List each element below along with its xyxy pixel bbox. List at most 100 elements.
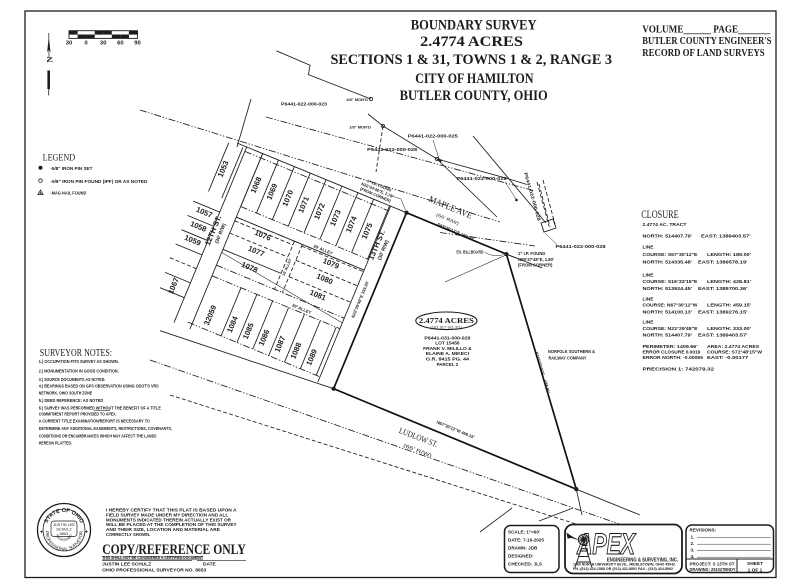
svg-text:BOUNDARY SURVEY: BOUNDARY SURVEY <box>411 17 537 33</box>
svg-text:OHIO PROFESSIONAL SURVEYOR: OHIO PROFESSIONAL SURVEYOR NO. 8653 <box>102 567 206 573</box>
svg-text:-5/8" IRON PIN FOUND (IPF) OR: -5/8" IRON PIN FOUND (IPF) OR AS NOTED <box>50 179 148 184</box>
svg-text:NORTH: 514407.79': NORTH: 514407.79' <box>643 333 693 339</box>
svg-text:DETERMINE ANY ADDITIONAL EASEM: DETERMINE ANY ADDITIONAL EASEMENTS, REST… <box>39 426 172 431</box>
svg-text:(107,917 SQ. FT.): (107,917 SQ. FT.) <box>430 324 463 329</box>
svg-text:4.: 4. <box>691 554 695 559</box>
svg-text:I HEREBY CERTIFY THAT THIS PLA: I HEREBY CERTIFY THAT THIS PLAT IS BASED… <box>106 508 237 514</box>
svg-text:NORTH: 514335.48': NORTH: 514335.48' <box>643 260 693 266</box>
svg-text:6.) SURVEY WAS PERFORMED WITHO: 6.) SURVEY WAS PERFORMED WITHOUT THE BEN… <box>39 406 161 411</box>
svg-text:ELAINE A. MIKECI: ELAINE A. MIKECI <box>426 351 469 356</box>
svg-text:90: 90 <box>134 41 140 47</box>
svg-text:1.) OCCUPATION FITS SURVEY AS: 1.) OCCUPATION FITS SURVEY AS SHOWN. <box>39 359 119 364</box>
svg-text:3.: 3. <box>691 548 695 553</box>
svg-text:O.R. 8415 PG. 44: O.R. 8415 PG. 44 <box>426 357 470 362</box>
svg-text:NORTH: 513924.45': NORTH: 513924.45' <box>643 286 693 292</box>
svg-text:2.4774 ACRES: 2.4774 ACRES <box>419 316 474 325</box>
svg-text:DRAWN: JDB: DRAWN: JDB <box>508 546 538 551</box>
svg-text:N09°27'48"E, 1.80': N09°27'48"E, 1.80' <box>518 257 554 262</box>
svg-text:LINE: LINE <box>643 245 655 251</box>
svg-text:PERIMETER: 1409.96': PERIMETER: 1409.96' <box>643 344 698 350</box>
svg-text:P6441-022-000-023: P6441-022-000-023 <box>281 101 328 106</box>
svg-text:EAST: 1389403.57': EAST: 1389403.57' <box>701 233 751 239</box>
svg-text:1/8" MON'D: 1/8" MON'D <box>346 97 368 102</box>
svg-text:VOLUME______ PAGE_______: VOLUME______ PAGE_______ <box>642 24 771 35</box>
svg-text:BUTLER COUNTY, OHIO: BUTLER COUNTY, OHIO <box>400 88 548 104</box>
svg-text:COURSE: S16°33'15"E: COURSE: S16°33'15"E <box>643 279 699 285</box>
svg-text:NETWORK, OHIO SOUTH ZONE: NETWORK, OHIO SOUTH ZONE <box>39 390 92 395</box>
svg-text:LEGEND: LEGEND <box>43 153 76 163</box>
svg-text:LINE: LINE <box>643 320 655 326</box>
svg-text:CORRECTLY SHOWN.: CORRECTLY SHOWN. <box>106 532 150 538</box>
svg-text:5.) DEED REFERENCE: AS NOTED: 5.) DEED REFERENCE: AS NOTED <box>39 398 104 403</box>
svg-text:LINE: LINE <box>643 273 655 279</box>
svg-text:NORTH: 514100.13': NORTH: 514100.13' <box>643 309 693 315</box>
svg-text:COURSE: S72°48'15"W: COURSE: S72°48'15"W <box>707 349 762 355</box>
svg-text:REVISIONS:: REVISIONS: <box>690 528 717 533</box>
svg-text:P6441-022-000-028: P6441-022-000-028 <box>556 244 607 249</box>
svg-text:CITY OF HAMILTON: CITY OF HAMILTON <box>415 71 534 87</box>
svg-text:PRECISION 1: 742079.32: PRECISION 1: 742079.32 <box>643 366 715 372</box>
svg-text:JUSTIN LEE SCHULZ: JUSTIN LEE SCHULZ <box>102 562 151 568</box>
svg-text:DESIGNED:: DESIGNED: <box>508 554 534 559</box>
svg-text:LENGTH: 333.00': LENGTH: 333.00' <box>707 326 751 332</box>
svg-text:P6441-031-000-029: P6441-031-000-029 <box>424 335 471 340</box>
svg-text:EAST: 1389578.19': EAST: 1389578.19' <box>698 260 748 266</box>
svg-text:P6441-022-000-028: P6441-022-000-028 <box>457 176 508 181</box>
svg-text:ERROR CLOSURE 0.0019: ERROR CLOSURE 0.0019 <box>643 349 701 355</box>
svg-text:LENGTH: 428.81': LENGTH: 428.81' <box>707 279 751 285</box>
svg-text:EAST: -0.00177: EAST: -0.00177 <box>707 355 749 361</box>
svg-text:A CURRENT TITLE EXAMINATION/RE: A CURRENT TITLE EXAMINATION/REPORT IS NE… <box>39 419 150 424</box>
svg-text:1.: 1. <box>691 535 695 540</box>
svg-text:COURSE: N22°29'48"E: COURSE: N22°29'48"E <box>643 326 699 332</box>
svg-text:COURSE: S67°30'12"E: COURSE: S67°30'12"E <box>643 252 699 258</box>
svg-text:60: 60 <box>117 41 123 47</box>
svg-text:BUTLER COUNTY ENGINEER'S: BUTLER COUNTY ENGINEER'S <box>642 36 771 47</box>
svg-text:30: 30 <box>100 41 106 47</box>
svg-text:RAILWAY COMPANY: RAILWAY COMPANY <box>549 356 587 361</box>
svg-text:SURVEYOR NOTES:: SURVEYOR NOTES: <box>40 348 112 359</box>
svg-text:N: N <box>44 56 54 63</box>
svg-text:0: 0 <box>84 41 87 47</box>
svg-text:1 OF 1: 1 OF 1 <box>748 567 763 573</box>
svg-text:P6441-022-000-025: P6441-022-000-025 <box>408 134 459 139</box>
svg-text:ENGINEERING & SURVEYING, IN: ENGINEERING & SURVEYING, INC. <box>607 558 679 564</box>
svg-text:LENGTH: 189.00': LENGTH: 189.00' <box>707 252 751 258</box>
svg-text:30: 30 <box>66 41 72 47</box>
svg-text:NORFOLK SOUTHERN &: NORFOLK SOUTHERN & <box>548 349 596 354</box>
svg-text:2.4774 AC. TRACT: 2.4774 AC. TRACT <box>643 222 687 228</box>
svg-text:✦: ✦ <box>39 530 43 536</box>
svg-text:SECTIONS 1 & 31, TOWNS 1 & 2,: SECTIONS 1 & 31, TOWNS 1 & 2, RANGE 3 <box>331 52 613 68</box>
svg-text:DATE: DATE <box>203 562 217 568</box>
svg-text:1060 NORTH UNIVERSITY BLVD.: 1060 NORTH UNIVERSITY BLVD., MIDDLETOWN,… <box>573 563 675 567</box>
svg-text:PARCEL 2: PARCEL 2 <box>437 362 459 367</box>
svg-text:CONDITIONS OR ENCUMBRANCES WHI: CONDITIONS OR ENCUMBRANCES WHICH MAY AFF… <box>39 434 157 439</box>
svg-text:✦: ✦ <box>84 530 88 536</box>
svg-text:THIS SHALL NOT BE CONSIDERED A: THIS SHALL NOT BE CONSIDERED A CERTIFIED… <box>102 555 203 560</box>
svg-text:COPY/REFERENCE ONLY: COPY/REFERENCE ONLY <box>102 542 246 558</box>
svg-text:1" I.P. FOUND: 1" I.P. FOUND <box>518 251 545 256</box>
svg-text:4.) BEARINGS BASED ON GPS OBSE: 4.) BEARINGS BASED ON GPS OBSERVATION US… <box>39 384 159 389</box>
svg-text:RECORD OF LAND SURVEYS: RECORD OF LAND SURVEYS <box>642 48 765 59</box>
svg-text:WILL BE PLACED AT THE COMPLETI: WILL BE PLACED AT THE COMPLETION OF THIS… <box>106 522 237 528</box>
svg-text:FRANK V. MILILLO &: FRANK V. MILILLO & <box>423 346 473 351</box>
svg-text:CHECKED: JLS: CHECKED: JLS <box>508 562 542 567</box>
svg-text:S16°33'15"E: S16°33'15"E <box>534 351 546 376</box>
svg-text:EAST: 1389403.57': EAST: 1389403.57' <box>698 333 748 339</box>
svg-text:NORTH: 514407.79': NORTH: 514407.79' <box>643 233 693 239</box>
svg-text:P6441-022-000-028: P6441-022-000-028 <box>367 147 418 152</box>
svg-text:-MAG NAIL FOUND: -MAG NAIL FOUND <box>50 190 87 195</box>
svg-text:3.) SOURCE DOCUMENTS AS NOTED.: 3.) SOURCE DOCUMENTS AS NOTED. <box>39 377 106 382</box>
svg-text:AND THEIR SIZE, LOCATION AND M: AND THEIR SIZE, LOCATION AND MATERIAL AR… <box>106 527 221 533</box>
svg-text:428.81': 428.81' <box>543 379 552 394</box>
svg-text:LOT 15456: LOT 15456 <box>435 341 460 346</box>
svg-text:COURSE: N67°30'12"W: COURSE: N67°30'12"W <box>643 303 698 309</box>
svg-text:2.: 2. <box>691 541 695 546</box>
svg-text:SCALE: 1"=60': SCALE: 1"=60' <box>508 530 540 535</box>
svg-text:HEREON PLATTED.: HEREON PLATTED. <box>39 440 72 445</box>
svg-text:LENGTH: 459.15': LENGTH: 459.15' <box>707 303 751 309</box>
svg-text:LINE: LINE <box>643 296 655 302</box>
svg-text:COMMITMENT REPORT PROVIDED TO: COMMITMENT REPORT PROVIDED TO APEX. <box>39 411 117 416</box>
svg-text:EAST: 1389700.36': EAST: 1389700.36' <box>698 286 748 292</box>
svg-text:EX. BILLBOARD: EX. BILLBOARD <box>457 250 484 255</box>
svg-text:DRAWING: 251027BNDY: DRAWING: 251027BNDY <box>690 567 736 572</box>
